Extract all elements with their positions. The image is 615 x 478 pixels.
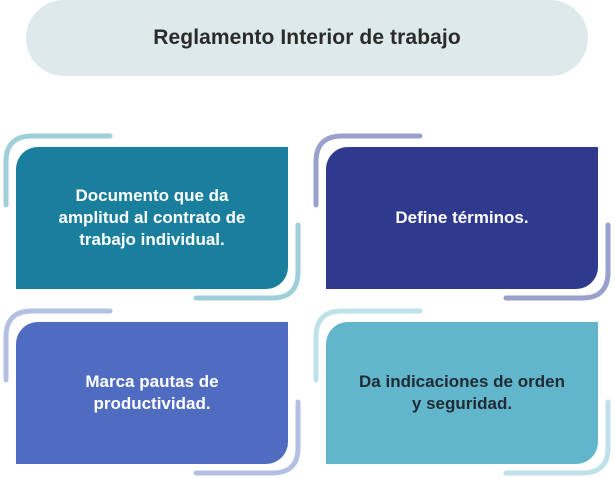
diagram-title: Reglamento Interior de trabajo bbox=[26, 0, 588, 76]
card-document-scope: Documento que da amplitud al contrato de… bbox=[16, 147, 288, 289]
card-productivity-guidelines: Marca pautas de productividad. bbox=[16, 322, 288, 464]
card-text: Marca pautas de productividad. bbox=[85, 372, 219, 413]
card-text: Documento que da amplitud al contrato de… bbox=[58, 186, 246, 249]
card-define-terms: Define términos. bbox=[326, 147, 598, 289]
title-text: Reglamento Interior de trabajo bbox=[153, 26, 461, 49]
card-text: Da indicaciones de orden y seguridad. bbox=[359, 372, 565, 413]
card-order-and-safety: Da indicaciones de orden y seguridad. bbox=[326, 322, 598, 464]
card-text: Define términos. bbox=[395, 208, 529, 227]
